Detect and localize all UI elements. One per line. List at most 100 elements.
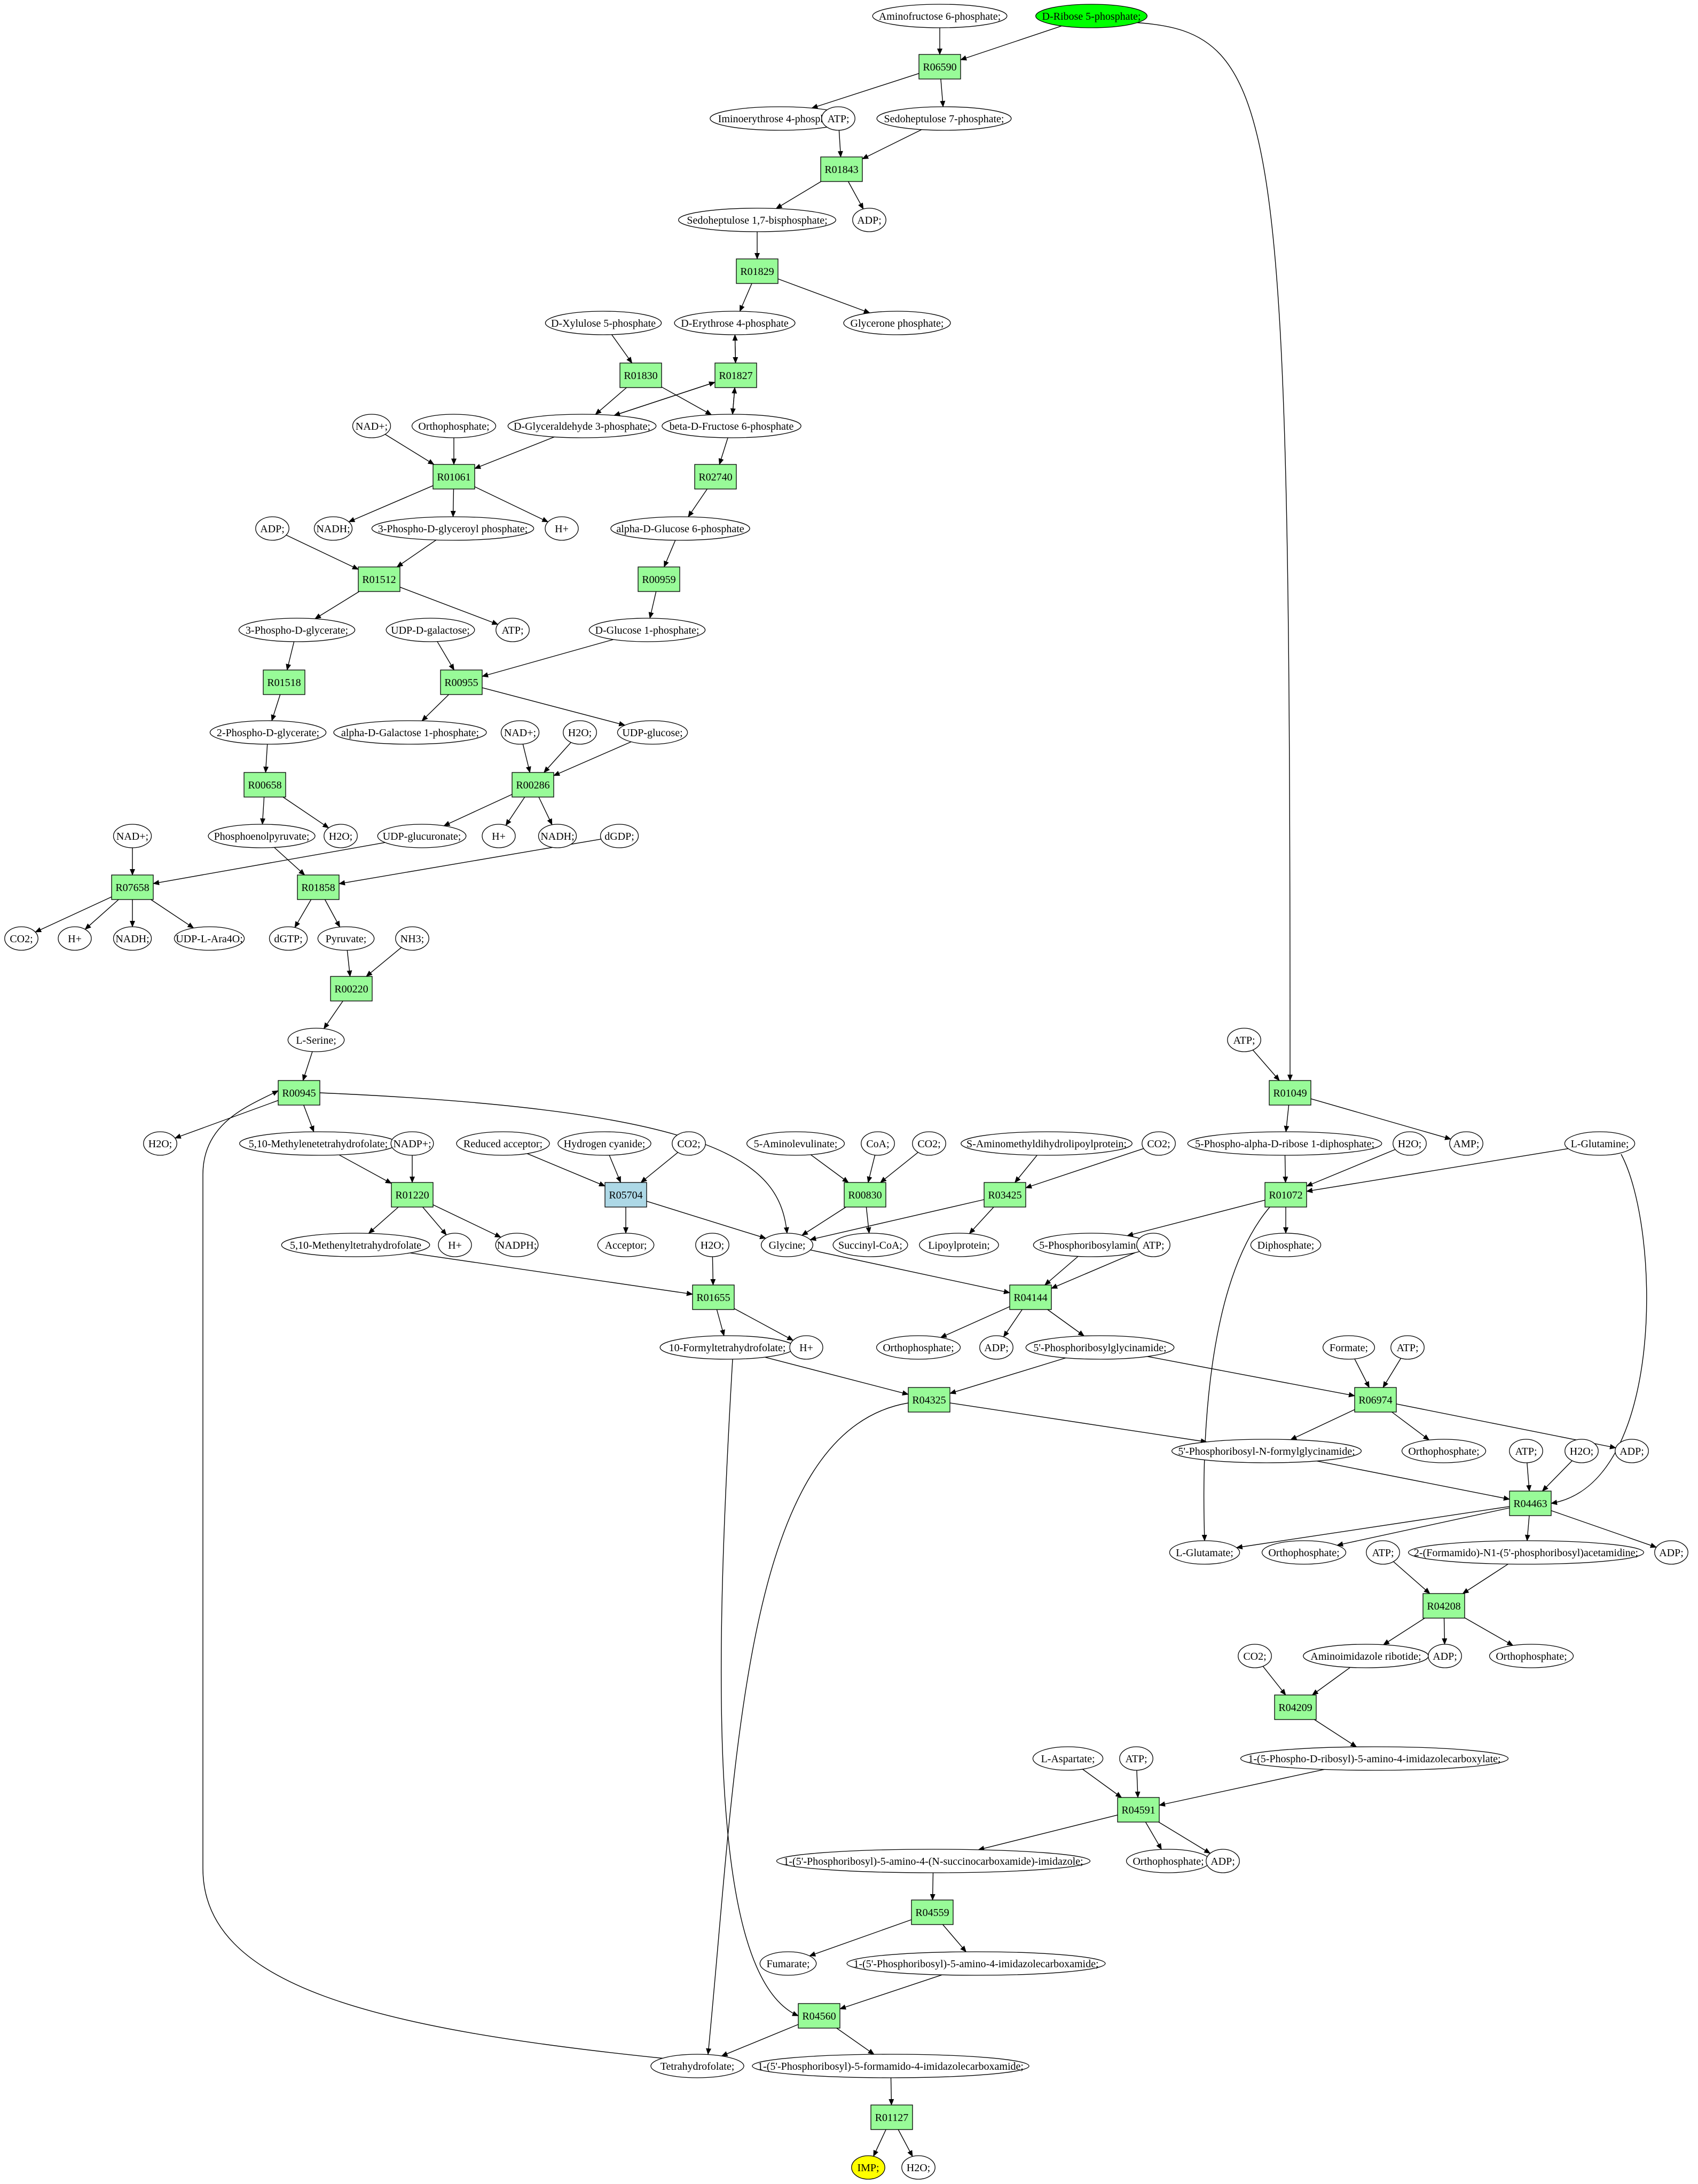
metabolite-node-m-aminofructose6p[interactable]: Aminofructose 6-phosphate;	[872, 4, 1008, 28]
metabolite-node-m-acceptor[interactable]: Acceptor;	[597, 1233, 655, 1257]
reaction-node-r01858[interactable]: R01858	[297, 874, 340, 900]
metabolite-node-m-formate[interactable]: Formate;	[1322, 1335, 1375, 1360]
metabolite-node-m-nad-3[interactable]: NAD+;	[113, 824, 152, 848]
metabolite-node-m-udpglc[interactable]: UDP-glucose;	[617, 720, 688, 745]
reaction-node-r01127[interactable]: R01127	[870, 2104, 913, 2130]
metabolite-node-m-nad-1[interactable]: NAD+;	[352, 414, 391, 438]
reaction-node-r04209[interactable]: R04209	[1274, 1694, 1317, 1720]
metabolite-node-m-gar[interactable]: 5'-Phosphoribosylglycinamide;	[1025, 1335, 1175, 1360]
metabolite-node-m-h-1[interactable]: H+	[545, 516, 579, 541]
metabolite-node-m-coa[interactable]: CoA;	[861, 1131, 895, 1156]
metabolite-node-m-h-4[interactable]: H+	[438, 1233, 472, 1257]
metabolite-node-m-prpp[interactable]: 5-Phospho-alpha-D-ribose 1-diphosphate;	[1187, 1131, 1382, 1156]
reaction-node-r01827[interactable]: R01827	[714, 362, 757, 388]
metabolite-node-m-adp-3[interactable]: ADP;	[979, 1335, 1013, 1360]
metabolite-node-m-nadh-3[interactable]: NADH;	[113, 926, 152, 951]
metabolite-node-m-saicar[interactable]: 1-(5'-Phosphoribosyl)-5-amino-4-(N-succi…	[776, 1849, 1091, 1873]
metabolite-node-m-nadph[interactable]: NADPH;	[495, 1233, 539, 1257]
metabolite-node-m-fgar[interactable]: 5'-Phosphoribosyl-N-formylglycinamide;	[1171, 1439, 1362, 1463]
metabolite-node-m-erythrose4p[interactable]: D-Erythrose 4-phosphate	[674, 311, 796, 335]
metabolite-node-m-atp-5[interactable]: ATP;	[1390, 1335, 1425, 1360]
metabolite-node-m-atp-8[interactable]: ATP;	[1119, 1746, 1153, 1771]
reaction-node-r00658[interactable]: R00658	[243, 772, 286, 798]
metabolite-node-m-sedoheptulose17bp[interactable]: Sedoheptulose 1,7-bisphosphate;	[678, 208, 836, 232]
metabolite-node-m-h2o-7[interactable]: H2O;	[901, 2155, 936, 2180]
reaction-node-r04560[interactable]: R04560	[798, 2003, 840, 2029]
reaction-node-r05704[interactable]: R05704	[604, 1182, 647, 1208]
metabolite-node-m-co2-5[interactable]: CO2;	[1238, 1644, 1272, 1668]
reaction-node-r01843[interactable]: R01843	[820, 156, 863, 182]
reaction-node-r06590[interactable]: R06590	[918, 54, 961, 80]
reaction-node-r00830[interactable]: R00830	[844, 1182, 886, 1208]
metabolite-node-m-udpara[interactable]: UDP-L-Ara4O;	[174, 926, 245, 951]
metabolite-node-m-h2o-5[interactable]: H2O;	[695, 1233, 729, 1257]
metabolite-node-m-2pg[interactable]: 2-Phospho-D-glycerate;	[209, 720, 327, 745]
metabolite-node-m-amp[interactable]: AMP;	[1449, 1131, 1483, 1156]
metabolite-node-m-dgtp[interactable]: dGTP;	[269, 926, 308, 951]
metabolite-node-m-h2o-3[interactable]: H2O;	[143, 1131, 177, 1156]
reaction-node-r04463[interactable]: R04463	[1509, 1491, 1552, 1516]
reaction-node-r00286[interactable]: R00286	[512, 772, 554, 798]
metabolite-node-m-xylulose5p[interactable]: D-Xylulose 5-phosphate	[545, 311, 662, 335]
metabolite-node-m-adp-4[interactable]: ADP;	[1615, 1439, 1649, 1463]
metabolite-node-m-adp-5[interactable]: ADP;	[1654, 1540, 1688, 1565]
metabolite-node-m-succinylcoa[interactable]: Succinyl-CoA;	[832, 1233, 908, 1257]
metabolite-node-m-serine[interactable]: L-Serine;	[287, 1028, 345, 1052]
reaction-node-r00220[interactable]: R00220	[330, 976, 373, 1002]
metabolite-node-m-thf[interactable]: Tetrahydrofolate;	[650, 2054, 744, 2078]
metabolite-node-m-nh3[interactable]: NH3;	[395, 926, 429, 951]
metabolite-node-m-nad-2[interactable]: NAD+;	[500, 720, 540, 745]
metabolite-node-m-ala[interactable]: 5-Aminolevulinate;	[746, 1131, 845, 1156]
reaction-node-r04325[interactable]: R04325	[908, 1387, 950, 1413]
metabolite-node-m-aicar[interactable]: 1-(5'-Phosphoribosyl)-5-amino-4-imidazol…	[846, 1951, 1106, 1976]
reaction-node-r01061[interactable]: R01061	[433, 464, 475, 490]
reaction-node-r06974[interactable]: R06974	[1354, 1387, 1397, 1413]
metabolite-node-m-nadp[interactable]: NADP+;	[390, 1131, 434, 1156]
metabolite-node-m-glucose6p[interactable]: alpha-D-Glucose 6-phosphate	[610, 516, 750, 541]
metabolite-node-m-fructose6p[interactable]: beta-D-Fructose 6-phosphate	[662, 414, 801, 438]
metabolite-node-m-3pgp[interactable]: 3-Phospho-D-glyceroyl phosphate;	[371, 516, 534, 541]
reaction-node-r04144[interactable]: R04144	[1009, 1284, 1052, 1310]
reaction-node-r00959[interactable]: R00959	[638, 566, 680, 592]
metabolite-node-m-atp-3[interactable]: ATP;	[1227, 1028, 1261, 1052]
metabolite-node-m-pyruvate[interactable]: Pyruvate;	[317, 926, 375, 951]
metabolite-node-m-redacceptor[interactable]: Reduced acceptor;	[456, 1131, 550, 1156]
metabolite-node-m-lipoylprotein[interactable]: Lipoylprotein;	[919, 1233, 999, 1257]
reaction-node-r01830[interactable]: R01830	[619, 362, 662, 388]
metabolite-node-m-h2o-2[interactable]: H2O;	[324, 824, 358, 848]
metabolite-node-m-atp-2[interactable]: ATP;	[496, 618, 530, 642]
reaction-node-r07658[interactable]: R07658	[111, 874, 154, 900]
metabolite-node-m-glycine[interactable]: Glycine;	[760, 1233, 814, 1257]
metabolite-node-m-atp-4[interactable]: ATP;	[1136, 1233, 1170, 1257]
metabolite-node-m-nadh-1[interactable]: NADH;	[313, 516, 353, 541]
metabolite-node-m-faicar[interactable]: 1-(5'-Phosphoribosyl)-5-formamido-4-imid…	[752, 2054, 1029, 2078]
metabolite-node-m-aspartate[interactable]: L-Aspartate;	[1032, 1746, 1104, 1771]
metabolite-node-m-adp-7[interactable]: ADP;	[1206, 1849, 1240, 1873]
metabolite-node-m-h-5[interactable]: H+	[789, 1335, 823, 1360]
metabolite-node-m-co2-2[interactable]: CO2;	[672, 1131, 706, 1156]
metabolite-node-m-methenylthf[interactable]: 5,10-Methenyltetrahydrofolate	[281, 1233, 430, 1257]
metabolite-node-m-h-3[interactable]: H+	[58, 926, 92, 951]
metabolite-node-m-glyceronep[interactable]: Glycerone phosphate;	[843, 311, 951, 335]
metabolite-node-m-imp[interactable]: IMP;	[851, 2155, 885, 2180]
reaction-node-r01072[interactable]: R01072	[1264, 1182, 1307, 1208]
metabolite-node-m-pep[interactable]: Phosphoenolpyruvate;	[208, 824, 316, 848]
metabolite-node-m-adp-6[interactable]: ADP;	[1428, 1644, 1462, 1668]
metabolite-node-m-orthophosphate-2[interactable]: Orthophosphate;	[876, 1335, 961, 1360]
metabolite-node-m-fumarate[interactable]: Fumarate;	[759, 1951, 817, 1976]
metabolite-node-m-atp-6[interactable]: ATP;	[1509, 1439, 1543, 1463]
reaction-node-r01049[interactable]: R01049	[1269, 1080, 1311, 1106]
metabolite-node-m-hcn[interactable]: Hydrogen cyanide;	[557, 1131, 651, 1156]
metabolite-node-m-cair[interactable]: 1-(5-Phospho-D-ribosyl)-5-amino-4-imidaz…	[1240, 1746, 1509, 1771]
metabolite-node-m-diphosphate[interactable]: Diphosphate;	[1250, 1233, 1322, 1257]
reaction-node-r04208[interactable]: R04208	[1422, 1593, 1465, 1619]
metabolite-node-m-galactose1p[interactable]: alpha-D-Galactose 1-phosphate;	[333, 720, 487, 745]
reaction-node-r01512[interactable]: R01512	[358, 566, 400, 592]
metabolite-node-m-orthophosphate-1[interactable]: Orthophosphate;	[411, 414, 497, 438]
metabolite-node-m-glutamate[interactable]: L-Glutamate;	[1169, 1540, 1240, 1565]
metabolite-node-m-adp-2[interactable]: ADP;	[255, 516, 289, 541]
metabolite-node-m-glutamine[interactable]: L-Glutamine;	[1564, 1131, 1636, 1156]
metabolite-node-m-ribose5p[interactable]: D-Ribose 5-phosphate;	[1035, 4, 1147, 28]
reaction-node-r04591[interactable]: R04591	[1117, 1797, 1160, 1823]
metabolite-node-m-co2-1[interactable]: CO2;	[4, 926, 38, 951]
